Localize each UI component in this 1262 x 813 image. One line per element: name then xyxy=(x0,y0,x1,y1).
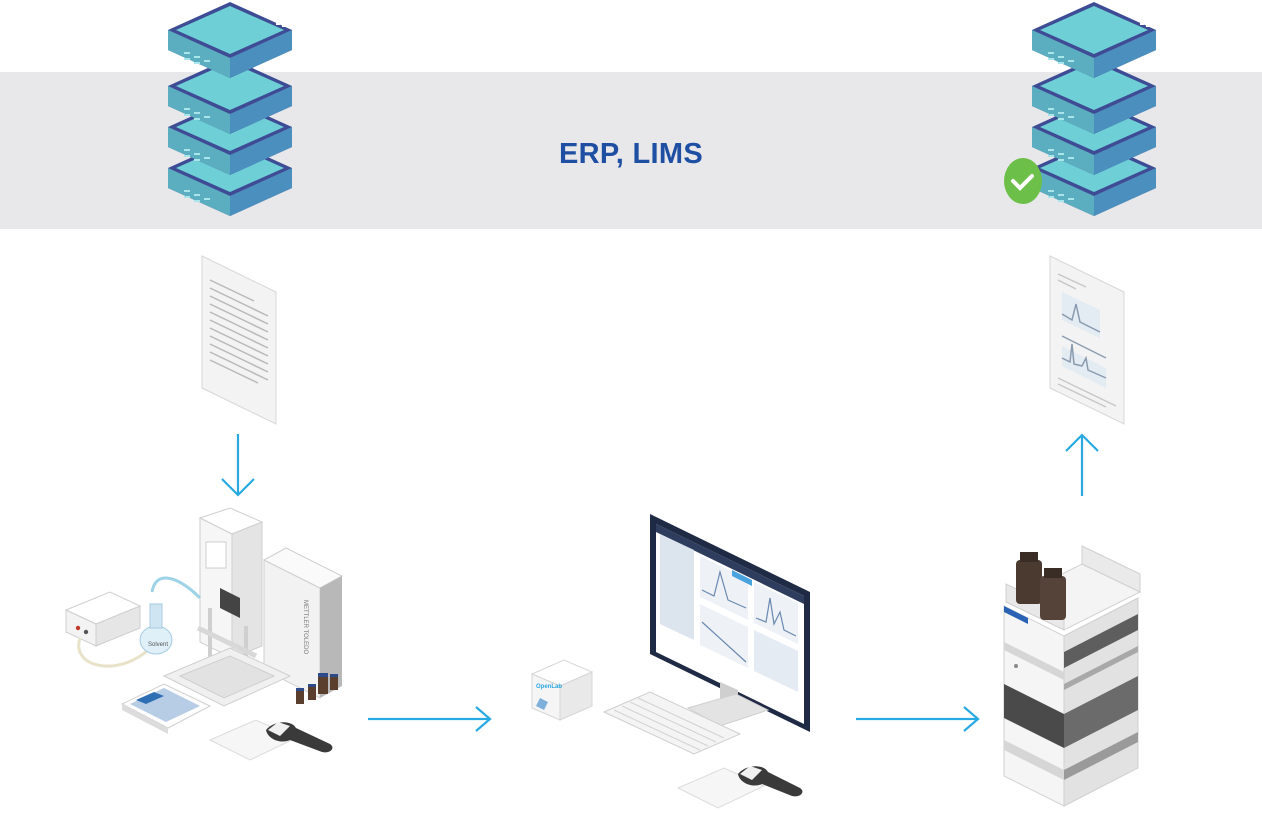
liquid-handler-balance-icon: Solvent METTLER TOLEDO xyxy=(60,507,350,770)
arrow-up-icon xyxy=(1064,432,1100,498)
solvent-label: Solvent xyxy=(148,642,168,648)
chromatogram-report-icon xyxy=(1046,254,1130,426)
hplc-instrument-icon xyxy=(996,544,1146,808)
text-document-icon xyxy=(198,254,282,426)
arrow-right-icon xyxy=(856,704,982,734)
band-label: ERP, LIMS xyxy=(559,138,703,170)
arrow-right-icon xyxy=(368,704,494,734)
software-box-label: OpenLab xyxy=(536,684,562,690)
server-stack-icon xyxy=(160,0,300,220)
check-icon xyxy=(1000,156,1046,206)
arrow-down-icon xyxy=(220,432,256,498)
brand-label: METTLER TOLEDO xyxy=(302,600,308,654)
server-stack-icon xyxy=(1024,0,1164,220)
computer-workstation-icon: OpenLab xyxy=(528,512,818,812)
